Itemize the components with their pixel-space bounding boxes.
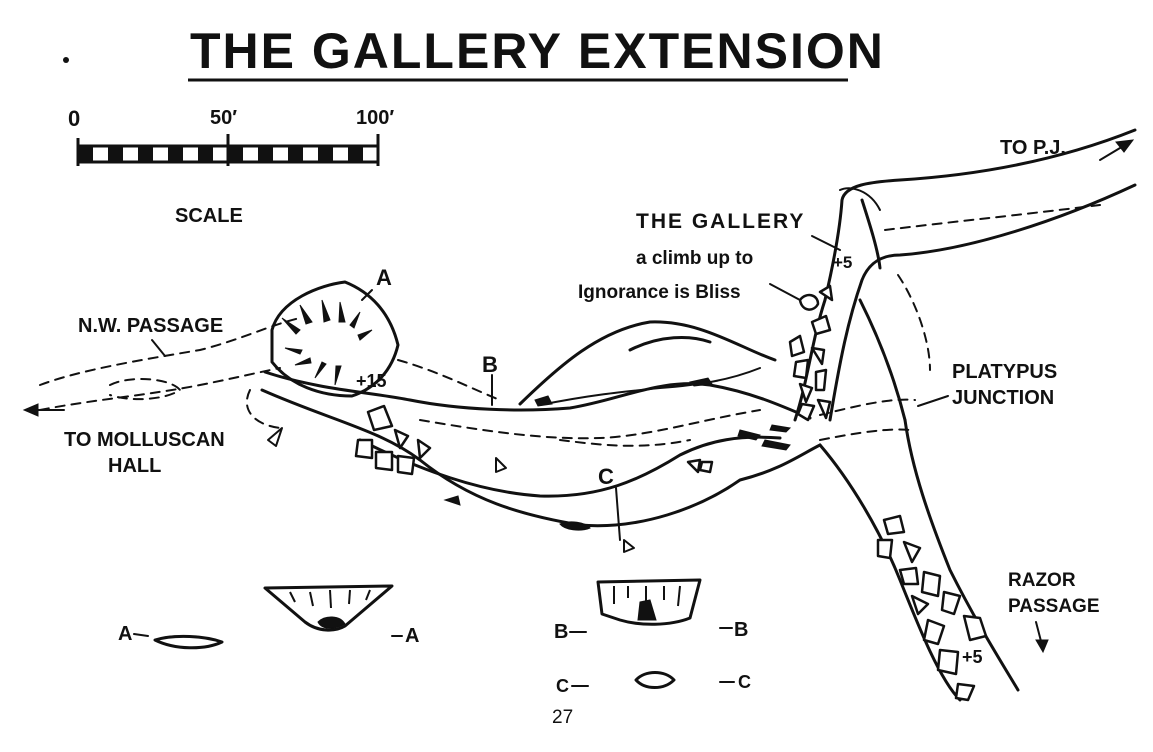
section-markers: A B C	[267, 265, 635, 553]
scale-tick-0: 0	[68, 106, 80, 131]
xsec-b-right: B	[734, 619, 748, 641]
section-label-a: A	[376, 265, 392, 290]
dashed-passages	[39, 204, 1101, 447]
label-razor-1: RAZOR	[1008, 570, 1076, 591]
label-platypus-1: PLATYPUS	[952, 361, 1057, 383]
chamber-a	[270, 280, 400, 398]
scale-bar: 0 50′ 100′ SCALE	[68, 106, 394, 227]
cross-section-c: C C	[556, 671, 751, 696]
place-labels: TO P.J. THE GALLERY a climb up to Ignora…	[22, 137, 1135, 654]
cross-section-a: A A	[118, 584, 419, 650]
label-the-gallery: THE GALLERY	[636, 210, 805, 233]
page-number: 27	[552, 707, 573, 728]
label-climb-line1: a climb up to	[636, 248, 753, 269]
label-climb-line2: Ignorance is Bliss	[578, 282, 741, 303]
label-razor-2: PASSAGE	[1008, 596, 1100, 617]
label-to-molluscan-1: TO MOLLUSCAN	[64, 429, 225, 451]
scale-tick-100: 100′	[356, 107, 394, 129]
label-to-pj: TO P.J.	[1000, 137, 1066, 159]
boulders	[354, 284, 988, 702]
xsec-b-left: B	[554, 621, 568, 643]
label-to-molluscan-2: HALL	[108, 455, 161, 477]
stray-dot	[63, 57, 69, 63]
xsec-a-left: A	[118, 623, 132, 645]
label-platypus-2: JUNCTION	[952, 387, 1054, 409]
height-plus-5-lower: +5	[962, 647, 983, 667]
passage-walls	[260, 128, 1137, 702]
cross-section-b: B B	[554, 578, 748, 643]
height-plus-5-upper: +5	[833, 253, 852, 272]
section-label-c: C	[598, 464, 614, 489]
xsec-c-right: C	[738, 672, 751, 692]
label-nw-passage: N.W. PASSAGE	[78, 315, 223, 337]
map-title: THE GALLERY EXTENSION	[190, 23, 885, 79]
scale-tick-50: 50′	[210, 107, 237, 129]
xsec-a-right: A	[405, 625, 419, 647]
section-label-b: B	[482, 352, 498, 377]
xsec-c-left: C	[556, 676, 569, 696]
height-plus-15: +15	[356, 371, 387, 391]
scale-label: SCALE	[175, 205, 243, 227]
